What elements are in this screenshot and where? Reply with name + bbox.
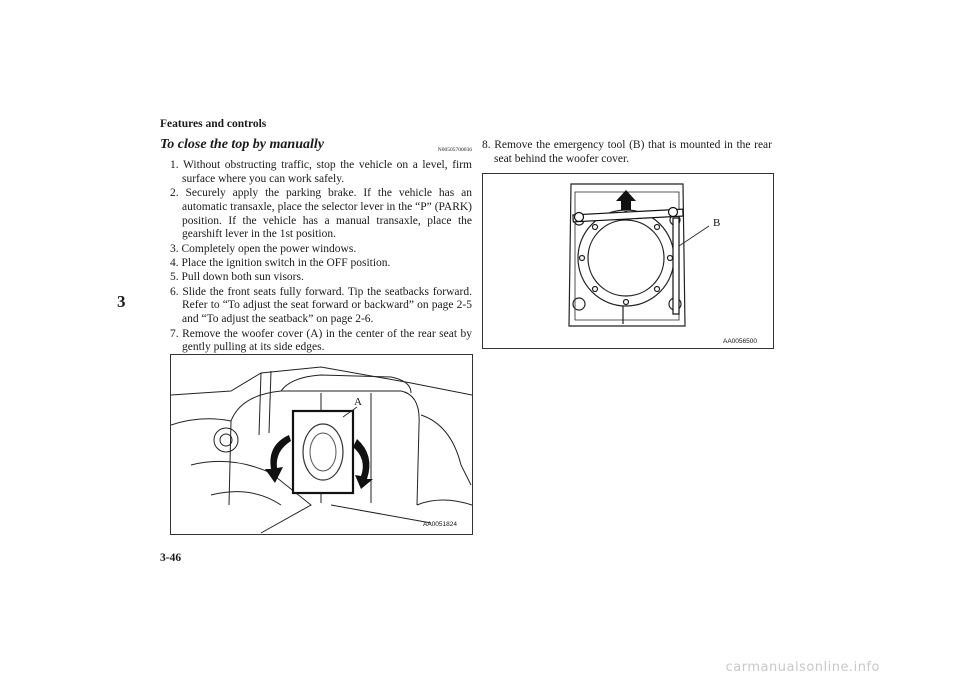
steps-list: 1. Without obstructing traffic, stop the…	[160, 159, 472, 355]
pull-arrows-icon	[265, 435, 373, 489]
step-item: 3. Completely open the power windows.	[170, 242, 357, 255]
left-column: To close the top by manually N0050570003…	[160, 137, 472, 356]
section-title: To close the top by manually N0050570003…	[160, 137, 472, 159]
label-b: B	[713, 217, 720, 229]
figure-code-right: AA0056500	[723, 338, 757, 345]
running-header: Features and controls	[160, 118, 267, 130]
figure-code-left: AA0051824	[423, 521, 457, 528]
steps-list-right: 8. Remove the emergency tool (B) that is…	[482, 139, 772, 167]
step-item: 5. Pull down both sun visors.	[170, 271, 304, 284]
woofer-cover	[291, 409, 355, 495]
step-item: 6. Slide the front seats fully forward. …	[170, 285, 472, 326]
step-item: 4. Place the ignition switch in the OFF …	[170, 257, 391, 270]
step-item: 2. Securely apply the parking brake. If …	[170, 187, 472, 241]
step-item: 8. Remove the emergency tool (B) that is…	[482, 139, 772, 165]
step-item: 1. Without obstructing traffic, stop the…	[170, 159, 472, 185]
watermark: carmanualsonline.info	[725, 660, 880, 675]
right-column: 8. Remove the emergency tool (B) that is…	[482, 139, 772, 167]
up-arrow-icon	[616, 190, 636, 210]
rear-seat-illustration: A AA0051824	[171, 366, 472, 534]
emergency-tool	[572, 206, 684, 315]
step-item: 7. Remove the woofer cover (A) in the ce…	[170, 327, 472, 354]
figure-rear-seat: A AA0051824	[170, 354, 473, 535]
figure-emergency-tool: B AA0056500	[482, 173, 774, 349]
label-a: A	[354, 396, 362, 408]
page-number: 3-46	[160, 552, 182, 564]
section-title-text: To close the top by manually	[160, 137, 324, 152]
section-code: N00505700036	[437, 147, 472, 153]
chapter-tab: 3	[117, 292, 126, 311]
emergency-tool-illustration: B AA0056500	[568, 183, 757, 345]
